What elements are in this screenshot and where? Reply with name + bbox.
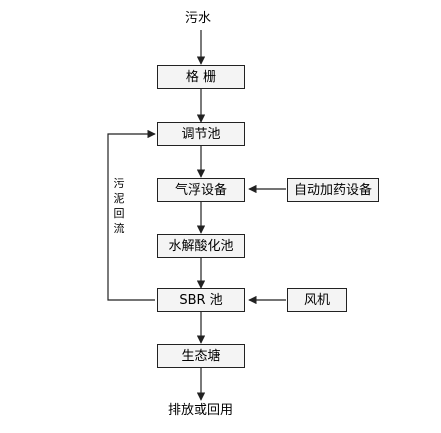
step-ecological-pond: 生态塘	[157, 344, 245, 368]
step-hydrolysis-acidification: 水解酸化池	[157, 234, 245, 258]
sludge-return-char: 污	[113, 177, 125, 190]
sludge-return-char: 泥	[113, 192, 125, 205]
sludge-return-line	[107, 129, 156, 301]
sludge-return-label: 污 泥 回 流	[112, 176, 126, 236]
step-equalization-tank: 调节池	[157, 122, 245, 146]
output-label: 排放或回用	[168, 403, 234, 418]
step-bar-screen: 格 栅	[157, 65, 245, 89]
sludge-return-char: 流	[113, 222, 125, 235]
step-air-flotation: 气浮设备	[157, 178, 245, 202]
side-input-blower: 风机	[287, 288, 347, 312]
side-input-auto-dosing: 自动加药设备	[287, 178, 379, 202]
input-label: 污水	[185, 11, 212, 26]
step-sbr-tank: SBR 池	[157, 288, 245, 312]
sludge-return-char: 回	[113, 207, 125, 220]
